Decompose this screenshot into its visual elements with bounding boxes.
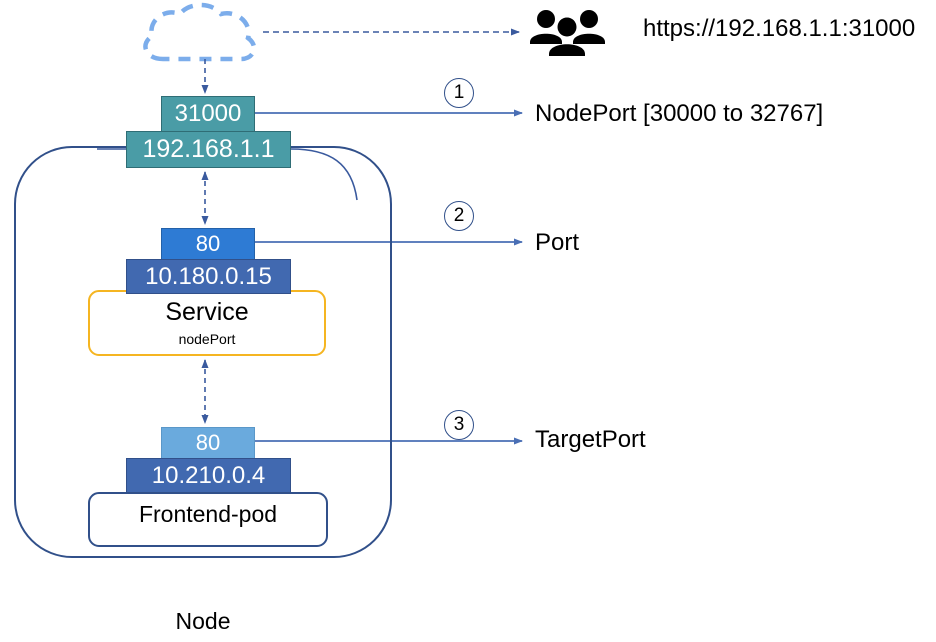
people-group-icon (530, 10, 605, 56)
service-title: Service (165, 298, 249, 326)
client-url-label: https://192.168.1.1:31000 (643, 15, 916, 42)
pod-target-port-value[interactable]: 80 (161, 427, 255, 459)
pod-title: Frontend-pod (138, 501, 278, 527)
step-marker-1: 1 (444, 78, 474, 108)
node-port-value[interactable]: 31000 (161, 96, 255, 132)
legend-label-nodeport: NodePort [30000 to 32767] (535, 100, 824, 127)
step-marker-3: 3 (444, 410, 474, 440)
service-cluster-ip-value[interactable]: 10.180.0.15 (126, 259, 291, 294)
service-subtitle: nodePort (178, 331, 236, 347)
legend-label-port: Port (535, 229, 580, 256)
service-port-value[interactable]: 80 (161, 228, 255, 260)
cloud-icon (143, 2, 257, 62)
legend-label-targetport: TargetPort (535, 426, 646, 453)
step-marker-2: 2 (444, 201, 474, 231)
pod-ip-value[interactable]: 10.210.0.4 (126, 458, 291, 493)
node-ip-value[interactable]: 192.168.1.1 (126, 131, 291, 168)
node-label: Node (175, 608, 231, 634)
pod-container[interactable] (88, 492, 328, 547)
